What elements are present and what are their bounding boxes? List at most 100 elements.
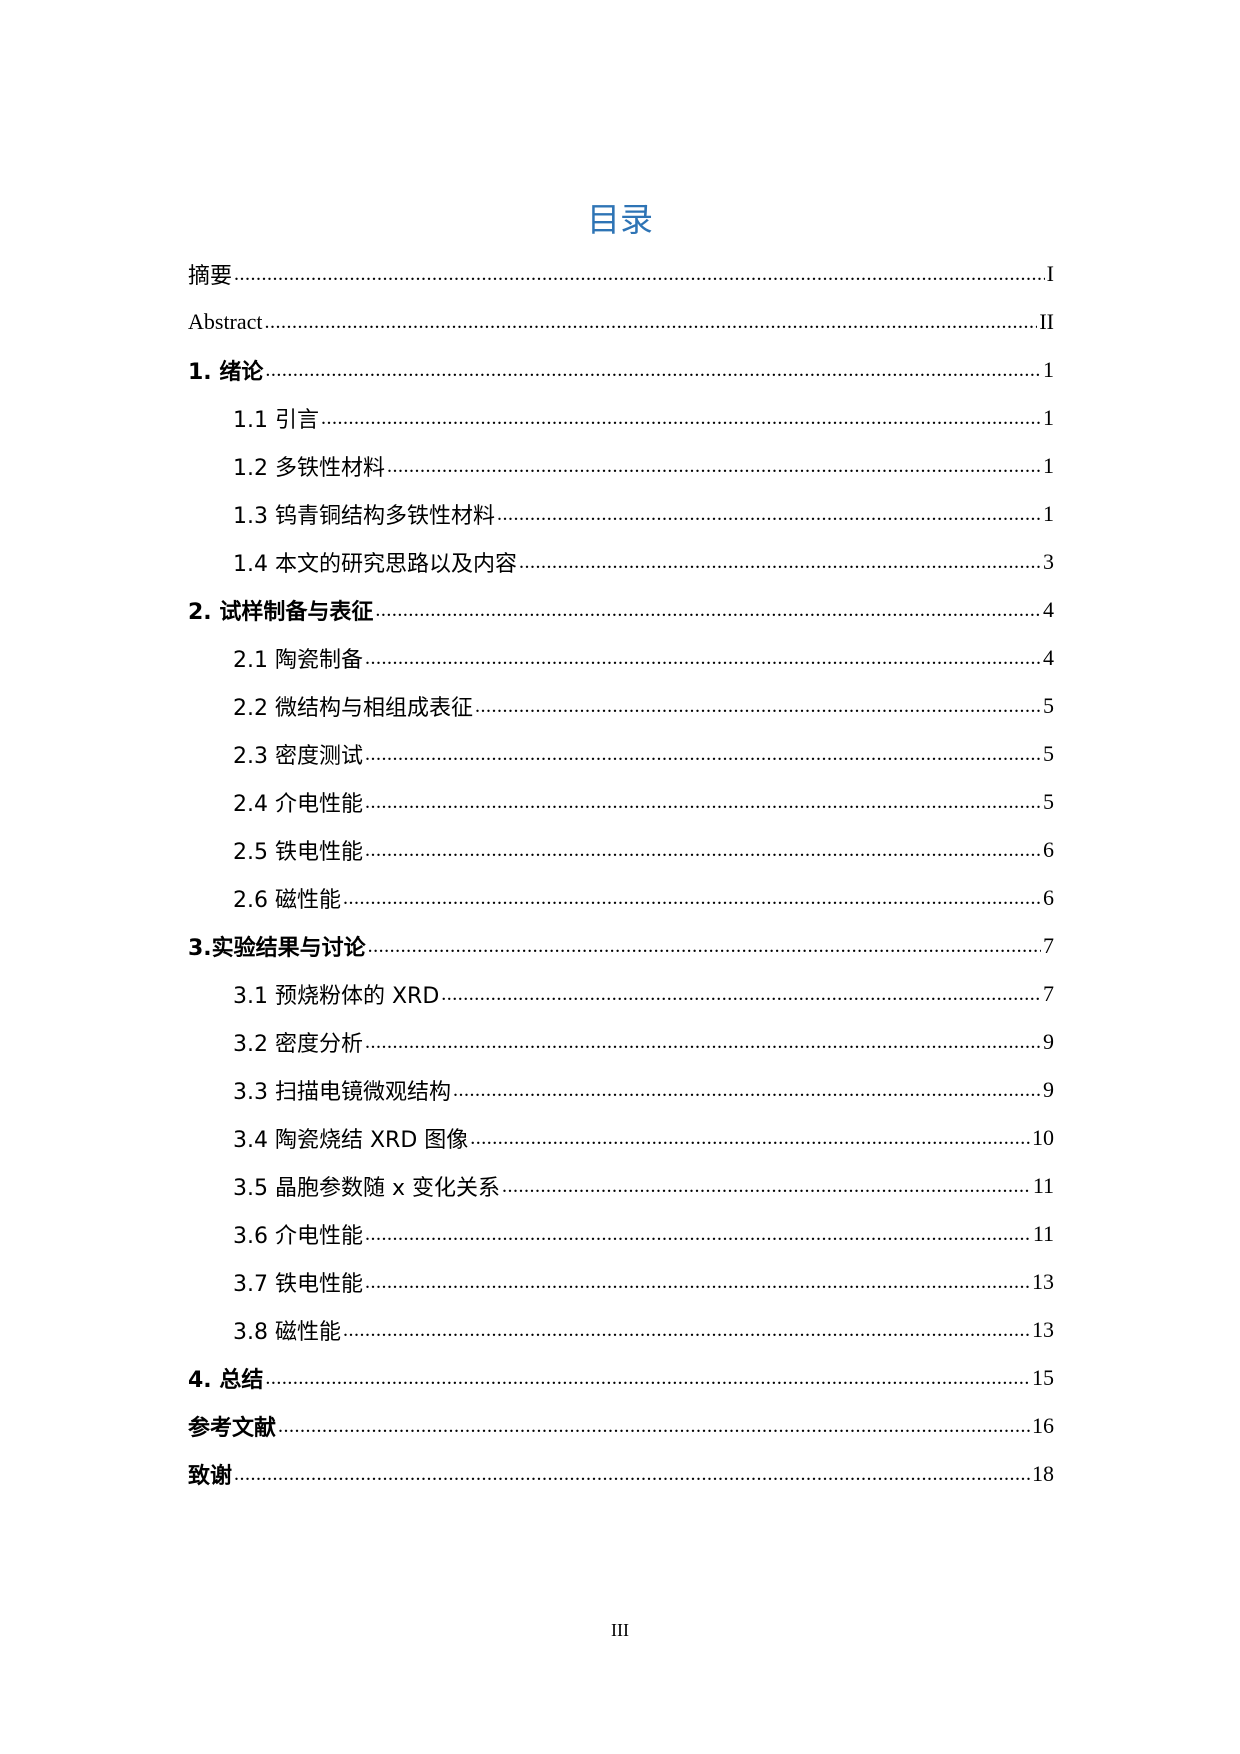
toc-entry[interactable]: 致谢 18 [188,1450,1054,1498]
toc-dot-leader [234,260,1045,288]
toc-entry-label: 2. 试样制备与表征 [188,600,374,625]
toc-entry-label: 1.3 钨青铜结构多铁性材料 [233,504,495,529]
toc-dot-leader [234,1460,1030,1488]
toc-entry-label: 2.4 介电性能 [233,792,363,817]
toc-entry[interactable]: 3.8 磁性能 13 [188,1306,1054,1354]
toc-entry-label: 4. 总结 [188,1368,264,1393]
toc-entry-label: 3.实验结果与讨论 [188,936,366,961]
toc-entry-label: 1.4 本文的研究思路以及内容 [233,552,517,577]
toc-entry-label: 1. 绪论 [188,360,264,385]
toc-entry[interactable]: 参考文献16 [188,1402,1054,1450]
toc-dot-leader [278,1412,1030,1440]
toc-entry-page: 7 [1043,933,1054,958]
toc-entry[interactable]: 摘要I [188,250,1054,298]
toc-entry-page: 9 [1043,1029,1054,1054]
toc-entry-label: 2.3 密度测试 [233,744,363,769]
toc-entry[interactable]: 2. 试样制备与表征 4 [188,586,1054,634]
toc-entry[interactable]: 3.5 晶胞参数随 x 变化关系 11 [188,1162,1054,1210]
toc-entry-page: 15 [1032,1365,1054,1390]
toc-entry[interactable]: 1.3 钨青铜结构多铁性材料 1 [188,490,1054,538]
toc-entry-label: 3.8 磁性能 [233,1320,341,1345]
toc-entry-page: 18 [1032,1461,1054,1486]
toc-entry-page: 4 [1043,645,1054,670]
toc-entry[interactable]: 3.6 介电性能 11 [188,1210,1054,1258]
toc-dot-leader [265,1364,1030,1392]
toc-entry[interactable]: AbstractII [188,298,1054,346]
toc-dot-leader [453,1076,1041,1104]
toc-dot-leader [265,308,1038,336]
toc-entry-page: 6 [1043,885,1054,910]
toc-entry-label: 2.1 陶瓷制备 [233,648,363,673]
toc-entry[interactable]: 3.7 铁电性能 13 [188,1258,1054,1306]
toc-dot-leader [475,692,1041,720]
toc-dot-leader [365,1220,1031,1248]
toc-entry[interactable]: 2.1 陶瓷制备 4 [188,634,1054,682]
toc-dot-leader [365,1028,1041,1056]
toc-entry[interactable]: 2.2 微结构与相组成表征 5 [188,682,1054,730]
toc-entry-label: 2.2 微结构与相组成表征 [233,696,473,721]
toc-entry-label: 3.7 铁电性能 [233,1272,363,1297]
toc-entry[interactable]: 3.2 密度分析 9 [188,1018,1054,1066]
toc-entry-label: 3.6 介电性能 [233,1224,363,1249]
toc-dot-leader [365,788,1041,816]
toc-entry-page: 10 [1032,1125,1054,1150]
toc-dot-leader [365,1268,1030,1296]
toc-dot-leader [470,1124,1030,1152]
toc-dot-leader [321,404,1041,432]
toc-entry[interactable]: 2.4 介电性能 5 [188,778,1054,826]
toc-entry[interactable]: 1.4 本文的研究思路以及内容 3 [188,538,1054,586]
toc-dot-leader [365,644,1041,672]
toc-entry-label: 1.2 多铁性材料 [233,456,385,481]
toc-entry-page: 3 [1043,549,1054,574]
page-title: 目录 [587,200,653,239]
toc-entry-page: 5 [1043,789,1054,814]
toc-dot-leader [368,932,1041,960]
toc-entry-label: 1.1 引言 [233,408,319,433]
toc-entry[interactable]: 3.3 扫描电镜微观结构 9 [188,1066,1054,1114]
toc-entry[interactable]: 1.1 引言 1 [188,394,1054,442]
toc-dot-leader [365,836,1041,864]
toc-entry[interactable]: 4. 总结 15 [188,1354,1054,1402]
toc-entry-label: 3.3 扫描电镜微观结构 [233,1080,451,1105]
toc-entry-label: 3.1 预烧粉体的 XRD [233,984,440,1009]
toc-entry[interactable]: 3.4 陶瓷烧结 XRD 图像 10 [188,1114,1054,1162]
toc-entry[interactable]: 2.3 密度测试5 [188,730,1054,778]
toc-entry[interactable]: 3.1 预烧粉体的 XRD 7 [188,970,1054,1018]
toc-entry-label: 参考文献 [188,1416,277,1441]
toc-dot-leader [441,980,1041,1008]
toc-dot-leader [387,452,1041,480]
toc-entry[interactable]: 1. 绪论 1 [188,346,1054,394]
toc-dot-leader [343,884,1041,912]
toc-entry-page: 1 [1043,357,1054,382]
toc-entry-page: 11 [1032,1173,1054,1198]
toc-entry-label: 3.4 陶瓷烧结 XRD 图像 [233,1128,469,1153]
page-number: III [611,1620,629,1640]
toc-entry-page: 6 [1043,837,1054,862]
toc-dot-leader [265,356,1041,384]
toc-entry[interactable]: 2.5 铁电性能 6 [188,826,1054,874]
toc-dot-leader [502,1172,1031,1200]
toc-entry-page: 13 [1032,1317,1054,1342]
toc-entry-page: 9 [1043,1077,1054,1102]
toc-entry[interactable]: 2.6 磁性能 6 [188,874,1054,922]
toc-entry-page: 1 [1043,405,1054,430]
toc-dot-leader [375,596,1041,624]
toc-entry[interactable]: 3.实验结果与讨论 7 [188,922,1054,970]
toc-entry-page: 1 [1043,501,1054,526]
toc-entry-page: 5 [1043,693,1054,718]
toc-entry-page: 11 [1032,1221,1054,1246]
toc-entry[interactable]: 1.2 多铁性材料1 [188,442,1054,490]
table-of-contents: 摘要IAbstractII1. 绪论11.1 引言11.2 多铁性材料11.3 … [188,250,1054,1498]
toc-entry-label: 2.6 磁性能 [233,888,341,913]
toc-entry-label: 致谢 [188,1464,233,1489]
toc-dot-leader [497,500,1041,528]
toc-entry-page: 4 [1043,597,1054,622]
toc-entry-label: 3.5 晶胞参数随 x 变化关系 [233,1176,500,1201]
toc-entry-page: 7 [1043,981,1054,1006]
toc-entry-page: I [1046,261,1054,286]
toc-entry-label: 2.5 铁电性能 [233,840,363,865]
toc-dot-leader [343,1316,1030,1344]
toc-dot-leader [365,740,1041,768]
toc-entry-page: 13 [1032,1269,1054,1294]
toc-entry-label: 3.2 密度分析 [233,1032,363,1057]
